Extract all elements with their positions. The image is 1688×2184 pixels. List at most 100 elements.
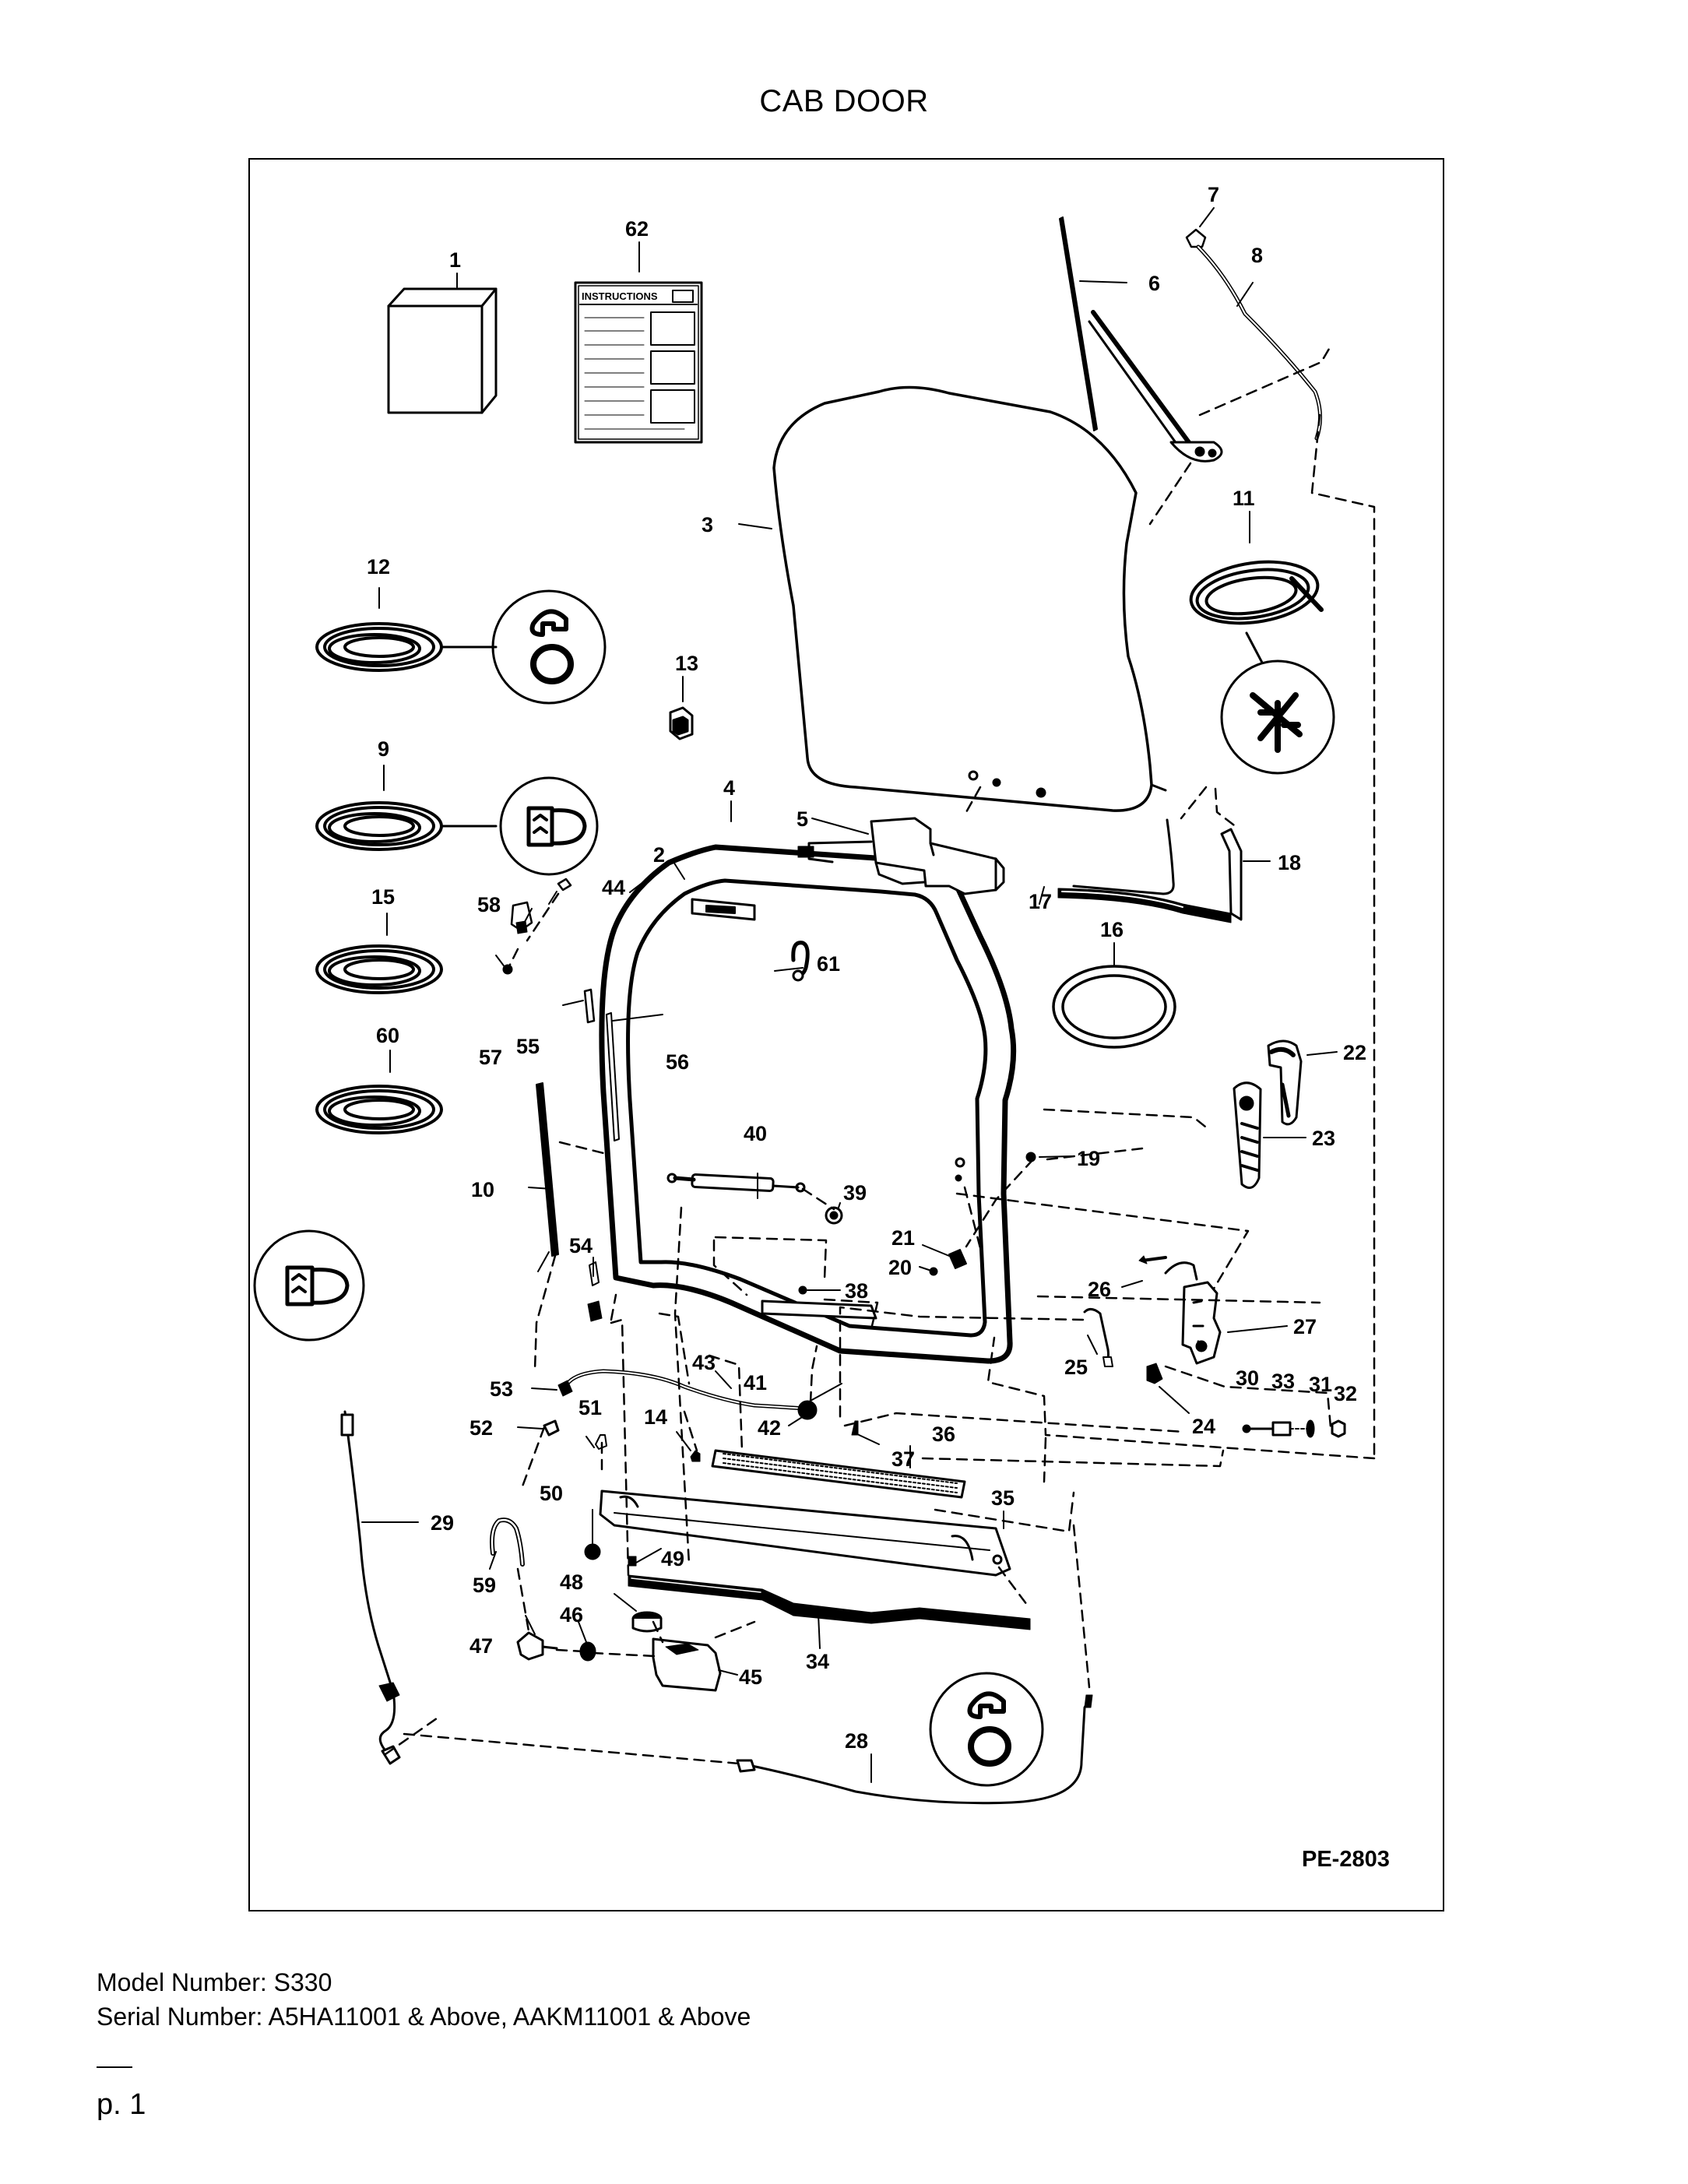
callout-11: 11: [1233, 487, 1255, 510]
callout-57: 57: [479, 1046, 502, 1069]
part-41-knob: [797, 1400, 818, 1420]
callout-21: 21: [891, 1226, 915, 1250]
part-35-lower-channel: [599, 1489, 1011, 1577]
callout-43: 43: [692, 1351, 716, 1374]
callout-15: 15: [371, 885, 395, 909]
part-3-door-glass: [772, 385, 1167, 812]
callout-42: 42: [758, 1416, 781, 1440]
seal-profile-detail-12: [440, 589, 607, 705]
part-52-fitting: [543, 1419, 560, 1437]
drawing-number: PE-2803: [1302, 1847, 1390, 1872]
callout-16: 16: [1100, 918, 1124, 941]
diagram-frame: [248, 158, 1444, 1911]
callout-17: 17: [1029, 890, 1052, 913]
callout-3: 3: [702, 513, 713, 536]
callout-53: 53: [490, 1377, 513, 1401]
part-29-wire-harness: [340, 1410, 401, 1765]
part-45-housing: [652, 1637, 722, 1692]
part-53-fitting: [557, 1380, 573, 1397]
part-10-seal-strip: [536, 1082, 559, 1272]
part-37-screw: [851, 1420, 859, 1436]
callout-39: 39: [843, 1181, 867, 1205]
callout-13: 13: [675, 652, 698, 675]
part-36-mesh-strip: [711, 1449, 966, 1499]
part-25-rod: [1083, 1308, 1113, 1367]
part-26-spring: [1138, 1255, 1167, 1264]
part-24-cam: [1146, 1363, 1163, 1384]
callout-38: 38: [845, 1279, 868, 1303]
callout-20: 20: [888, 1256, 912, 1279]
callout-numbers: 1 62 7 8 6 3 11 12 9 15 60 13 4 5 2 18 1…: [367, 183, 1366, 1753]
part-13-switch: [669, 706, 694, 740]
callout-34: 34: [806, 1650, 829, 1673]
part-51-screw: [595, 1434, 607, 1450]
part-50-grommet: [584, 1543, 601, 1560]
callout-26: 26: [1088, 1278, 1111, 1301]
part-1-box: [387, 287, 498, 414]
callout-14: 14: [644, 1405, 667, 1429]
part-2-door-frame: [599, 844, 1017, 1364]
part-23-handle-plate: [1233, 1081, 1262, 1189]
callout-8: 8: [1251, 244, 1263, 267]
callout-33: 33: [1271, 1370, 1295, 1393]
page-title: CAB DOOR: [759, 84, 929, 118]
part-44-bolt: [557, 877, 572, 892]
seal-profile-detail-34: [929, 1672, 1044, 1787]
callout-18: 18: [1278, 851, 1301, 874]
page-rule: [97, 2066, 132, 2068]
callout-55: 55: [516, 1035, 540, 1058]
callout-7: 7: [1208, 183, 1219, 206]
part-61-clip: [791, 941, 810, 982]
callout-6: 6: [1148, 272, 1160, 295]
callout-62: 62: [625, 217, 649, 241]
part-5-wiper-motor: [797, 817, 1005, 895]
callout-30: 30: [1236, 1366, 1259, 1390]
parts-30-33-31-32-fastener-stack: [1242, 1419, 1346, 1438]
page-number: p. 1: [97, 2088, 146, 2121]
part-12-seal-coil: [315, 622, 443, 672]
callout-60: 60: [376, 1024, 399, 1047]
part-22-handle: [1267, 1039, 1303, 1126]
part-59-hose-loop: [490, 1518, 525, 1567]
callout-24: 24: [1192, 1415, 1215, 1438]
part-56-strip: [606, 1012, 620, 1141]
part-7-nozzle: [1185, 228, 1207, 248]
callout-47: 47: [469, 1634, 493, 1658]
callout-61: 61: [817, 952, 840, 976]
model-number: Model Number: S330: [97, 1968, 332, 1996]
callout-37: 37: [891, 1447, 915, 1471]
callout-48: 48: [560, 1570, 583, 1594]
callout-9: 9: [378, 737, 389, 761]
callout-2: 2: [653, 843, 665, 867]
callout-27: 27: [1293, 1315, 1317, 1338]
seal-profile-detail-9: [440, 776, 599, 876]
callout-49: 49: [661, 1547, 684, 1570]
part-11-seal-coil: [1189, 560, 1324, 625]
callout-22: 22: [1343, 1041, 1366, 1064]
part-14-screw: [690, 1450, 701, 1462]
part-4-bracket: [691, 898, 756, 921]
part-28-wire-harness: [736, 1694, 1093, 1805]
part-18-trim-channel: [1072, 818, 1243, 921]
callout-28: 28: [845, 1729, 868, 1753]
part-9-seal-coil: [315, 801, 443, 851]
callout-1: 1: [449, 248, 461, 272]
callout-45: 45: [739, 1665, 762, 1689]
part-47-valve: [516, 1631, 558, 1661]
part-38-screw: [798, 1285, 807, 1295]
callout-58: 58: [477, 893, 501, 916]
part-60-seal-coil: [315, 1085, 443, 1134]
callout-12: 12: [367, 555, 390, 579]
callout-36: 36: [932, 1423, 955, 1446]
part-17-trim-strip: [1057, 888, 1232, 923]
callout-10: 10: [471, 1178, 494, 1201]
callout-25: 25: [1064, 1356, 1088, 1379]
callout-31: 31: [1309, 1373, 1332, 1396]
callout-32: 32: [1334, 1382, 1357, 1405]
callout-46: 46: [560, 1603, 583, 1627]
part-27-latch-assembly: [1164, 1261, 1222, 1365]
callout-4: 4: [723, 776, 735, 800]
seal-profile-detail-10: [253, 1229, 365, 1342]
callout-35: 35: [991, 1486, 1015, 1510]
callout-40: 40: [744, 1122, 767, 1145]
